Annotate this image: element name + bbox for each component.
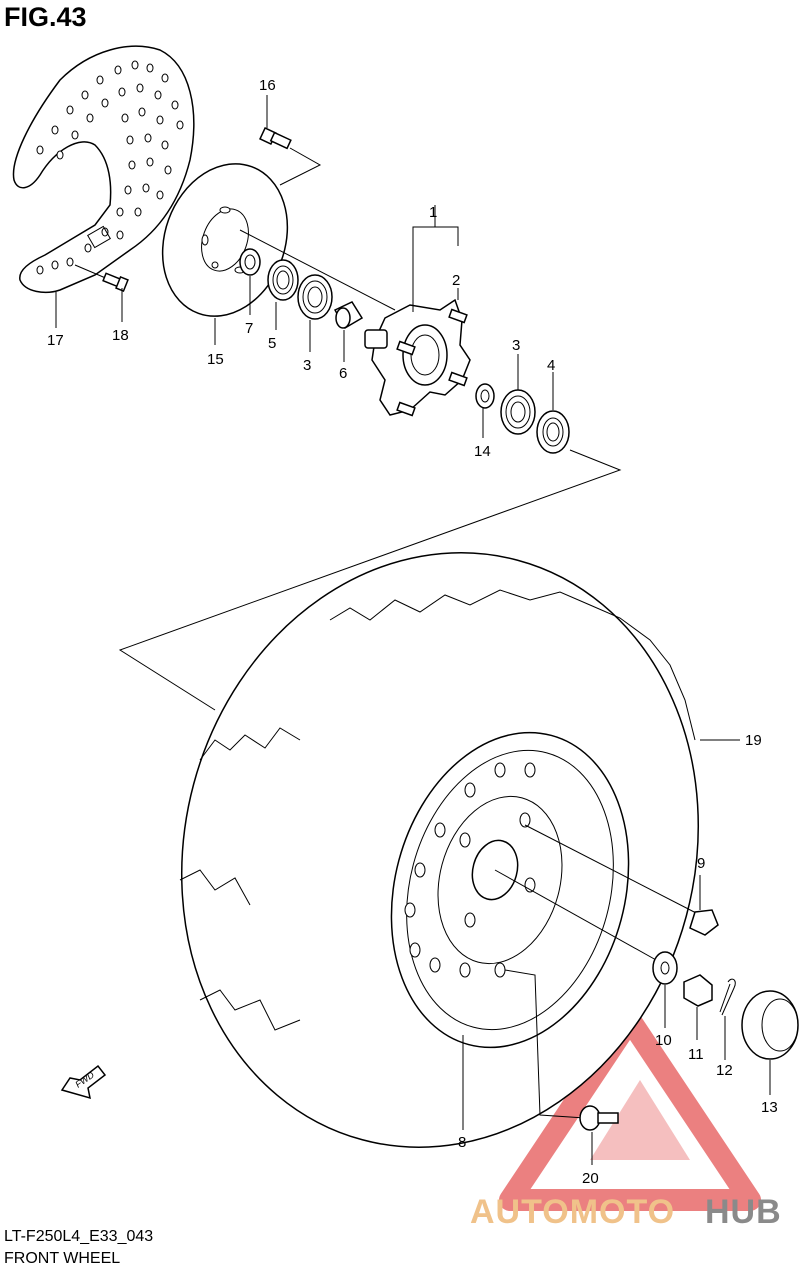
assembly-line bbox=[118, 449, 622, 711]
brake-guard-plate bbox=[12, 45, 195, 293]
cotter-pin-12 bbox=[719, 978, 736, 1016]
oil-seal-5 bbox=[267, 259, 299, 301]
castle-nut-11 bbox=[683, 974, 713, 1007]
spacer-14 bbox=[475, 383, 495, 409]
callout-3-left: 3 bbox=[303, 357, 311, 374]
callout-10: 10 bbox=[655, 1032, 672, 1049]
callout-12: 12 bbox=[716, 1062, 733, 1079]
callout-8: 8 bbox=[458, 1134, 466, 1151]
callout-14: 14 bbox=[474, 443, 491, 460]
diagram-code: LT-F250L4_E33_043 bbox=[4, 1228, 154, 1245]
callout-11: 11 bbox=[688, 1046, 704, 1063]
bearing-3-right bbox=[500, 389, 536, 435]
callout-19: 19 bbox=[745, 732, 762, 749]
forward-direction-icon: FWD bbox=[60, 1064, 107, 1100]
valve-20 bbox=[504, 969, 619, 1131]
callout-4: 4 bbox=[547, 357, 555, 374]
tire bbox=[179, 552, 700, 1148]
spacer-7 bbox=[239, 248, 261, 276]
oil-seal-4 bbox=[536, 410, 570, 454]
svg-text:HUB: HUB bbox=[705, 1193, 782, 1231]
callout-13: 13 bbox=[761, 1099, 778, 1116]
axis-line bbox=[239, 229, 396, 311]
callout-3-right: 3 bbox=[512, 337, 520, 354]
callout-numbers: 1 2 3 3 4 5 6 7 8 9 10 11 12 13 14 15 16… bbox=[47, 77, 778, 1187]
callout-15: 15 bbox=[207, 351, 224, 368]
brake-disc bbox=[161, 163, 289, 317]
screw-18 bbox=[74, 264, 129, 293]
watermark-logo bbox=[499, 1009, 761, 1211]
diagram-name: FRONT WHEEL bbox=[4, 1250, 121, 1267]
bolt-16 bbox=[259, 127, 322, 186]
callout-1: 1 bbox=[429, 204, 437, 221]
leader-lines bbox=[55, 95, 771, 1165]
front-hub bbox=[364, 298, 471, 417]
callout-6: 6 bbox=[339, 365, 347, 382]
washer-10 bbox=[494, 869, 678, 985]
figure-title: FIG.43 bbox=[4, 2, 87, 32]
watermark-text: AUTOMOTO HUB bbox=[470, 1193, 782, 1231]
hub-cap-13 bbox=[741, 990, 799, 1060]
bearing-3-left bbox=[297, 274, 333, 320]
callout-2: 2 bbox=[452, 272, 460, 289]
callout-17: 17 bbox=[47, 332, 64, 349]
wheel-rim bbox=[404, 762, 563, 978]
callout-7: 7 bbox=[245, 320, 253, 337]
spacer-6 bbox=[333, 301, 364, 330]
nut-9 bbox=[524, 824, 719, 936]
callout-20: 20 bbox=[582, 1170, 599, 1187]
callout-18: 18 bbox=[112, 327, 129, 344]
callout-16: 16 bbox=[259, 77, 276, 94]
callout-9: 9 bbox=[697, 855, 705, 872]
svg-text:AUTOMOTO: AUTOMOTO bbox=[470, 1193, 675, 1231]
callout-5: 5 bbox=[268, 335, 276, 352]
